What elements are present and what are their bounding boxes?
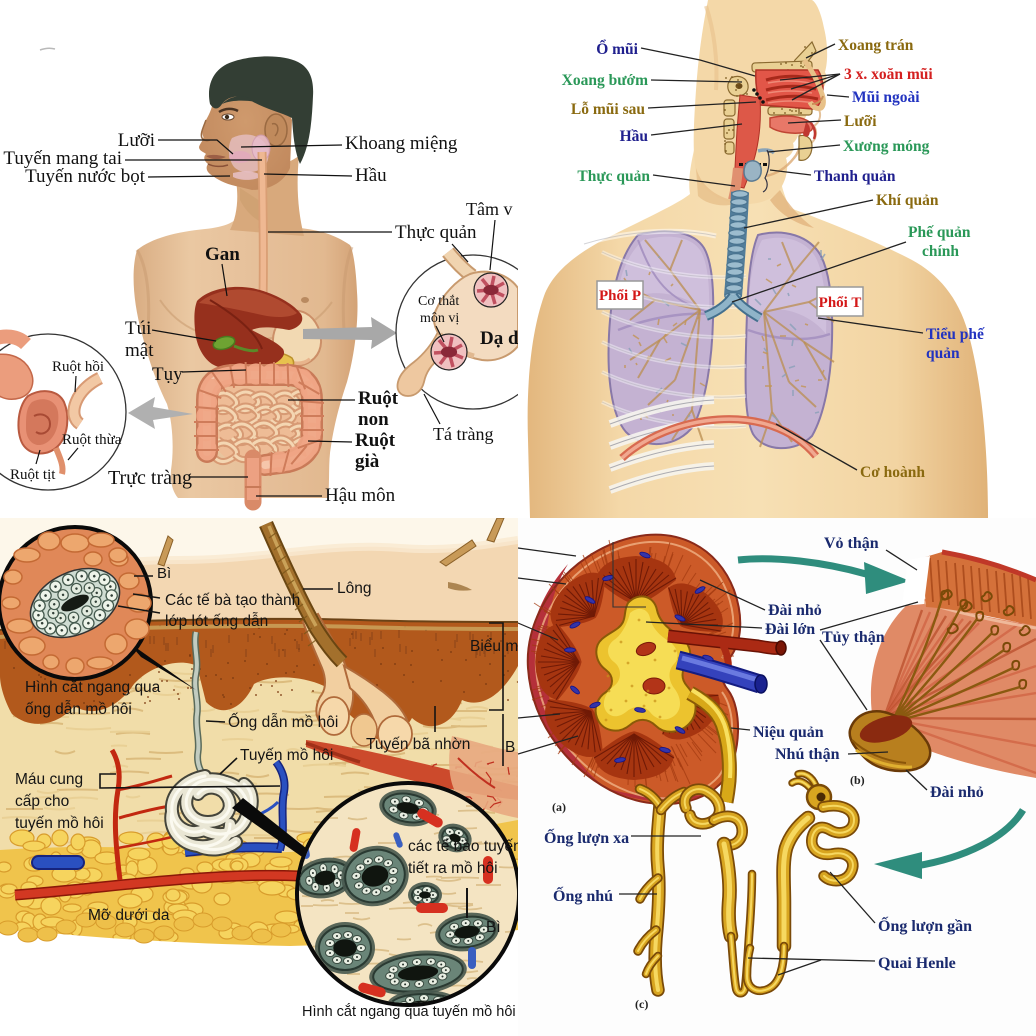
svg-text:Ống dẫn mồ hôi: Ống dẫn mồ hôi bbox=[228, 713, 338, 731]
svg-text:B: B bbox=[505, 739, 515, 756]
svg-text:Dạ d: Dạ d bbox=[480, 328, 518, 349]
svg-text:môn vị: môn vị bbox=[420, 311, 459, 326]
svg-text:Hầu: Hầu bbox=[355, 165, 387, 186]
svg-text:Xoang trán: Xoang trán bbox=[838, 37, 914, 54]
svg-text:Phổi P: Phổi P bbox=[599, 288, 641, 304]
svg-text:Nhú thận: Nhú thận bbox=[775, 746, 840, 763]
svg-text:Túi: Túi bbox=[125, 318, 151, 339]
svg-text:Tủy thận: Tủy thận bbox=[822, 629, 885, 646]
svg-text:các tế bào tuyến: các tế bào tuyến bbox=[408, 838, 518, 855]
svg-text:non: non bbox=[358, 409, 389, 430]
svg-text:chính: chính bbox=[922, 243, 959, 260]
svg-text:Tâm v: Tâm v bbox=[466, 199, 513, 219]
svg-text:3 x. xoăn mũi: 3 x. xoăn mũi bbox=[844, 66, 933, 83]
svg-text:Biểu m: Biểu m bbox=[470, 638, 518, 655]
svg-text:Hình cắt ngang qua tuyến mồ hô: Hình cắt ngang qua tuyến mồ hôi bbox=[302, 1003, 516, 1020]
svg-text:Cơ thắt: Cơ thắt bbox=[418, 294, 459, 309]
svg-text:Tá tràng: Tá tràng bbox=[433, 424, 493, 444]
svg-text:Hình cắt ngang qua: Hình cắt ngang qua bbox=[25, 679, 161, 696]
svg-text:Xoang bướm: Xoang bướm bbox=[562, 72, 648, 89]
svg-text:quản: quản bbox=[926, 345, 960, 362]
svg-text:Trực tràng: Trực tràng bbox=[108, 467, 192, 489]
svg-text:Mũi ngoài: Mũi ngoài bbox=[852, 89, 920, 106]
svg-text:lớp lót ống dẫn: lớp lót ống dẫn bbox=[165, 613, 268, 630]
svg-text:Các tế bà tạo thành: Các tế bà tạo thành bbox=[165, 592, 300, 609]
svg-text:Ruột hồi: Ruột hồi bbox=[52, 359, 104, 375]
svg-text:tiết ra mồ hôi: tiết ra mồ hôi bbox=[408, 860, 498, 877]
svg-text:Phế quản: Phế quản bbox=[908, 224, 971, 241]
svg-text:cấp cho: cấp cho bbox=[15, 793, 69, 810]
svg-text:Xương móng: Xương móng bbox=[843, 138, 930, 155]
svg-text:già: già bbox=[355, 451, 380, 472]
svg-text:Lông: Lông bbox=[337, 580, 371, 597]
svg-text:Phổi T: Phổi T bbox=[819, 295, 862, 311]
svg-text:Tuyến bã nhờn: Tuyến bã nhờn bbox=[366, 736, 470, 753]
svg-text:Cơ hoành: Cơ hoành bbox=[860, 464, 925, 481]
svg-text:Máu cung: Máu cung bbox=[15, 771, 83, 788]
svg-text:Tiểu phế: Tiểu phế bbox=[926, 326, 985, 343]
svg-text:Ruột: Ruột bbox=[355, 430, 396, 451]
svg-text:ống dẫn mồ hôi: ống dẫn mồ hôi bbox=[25, 701, 132, 718]
svg-text:Khí quản: Khí quản bbox=[876, 192, 939, 209]
svg-text:Tuyến mồ hôi: Tuyến mồ hôi bbox=[240, 747, 333, 764]
svg-text:Lưỡi: Lưỡi bbox=[844, 113, 877, 130]
svg-text:Ống nhú: Ống nhú bbox=[553, 885, 613, 905]
svg-text:Niệu quản: Niệu quản bbox=[753, 724, 824, 741]
svg-text:Hầu: Hầu bbox=[620, 128, 649, 145]
svg-text:mật: mật bbox=[125, 340, 154, 361]
svg-text:Ruột tịt: Ruột tịt bbox=[10, 467, 56, 483]
svg-text:Đài nhỏ: Đài nhỏ bbox=[930, 784, 984, 801]
svg-text:Tuyến mang tai: Tuyến mang tai bbox=[3, 148, 122, 169]
svg-text:Hậu môn: Hậu môn bbox=[325, 485, 396, 506]
svg-text:Đài lớn: Đài lớn bbox=[765, 621, 815, 638]
svg-text:Ống lượn xa: Ống lượn xa bbox=[544, 827, 629, 847]
svg-text:tuyến mồ hôi: tuyến mồ hôi bbox=[15, 815, 104, 832]
svg-text:(c): (c) bbox=[635, 997, 648, 1011]
svg-text:(b): (b) bbox=[850, 773, 865, 787]
svg-text:Tụy: Tụy bbox=[152, 364, 183, 385]
svg-text:Đài nhỏ: Đài nhỏ bbox=[768, 602, 822, 619]
svg-text:(a): (a) bbox=[552, 800, 566, 814]
svg-text:Lưỡi: Lưỡi bbox=[118, 130, 155, 151]
svg-text:Quai Henle: Quai Henle bbox=[878, 955, 956, 972]
svg-text:Bì: Bì bbox=[486, 919, 501, 936]
svg-text:Ruột: Ruột bbox=[358, 388, 399, 409]
svg-text:Khoang miệng: Khoang miệng bbox=[345, 133, 458, 154]
svg-text:Lỗ mũi sau: Lỗ mũi sau bbox=[571, 101, 645, 118]
svg-text:Gan: Gan bbox=[205, 244, 240, 265]
svg-text:Mỡ dưới da: Mỡ dưới da bbox=[88, 907, 170, 924]
svg-text:Bì: Bì bbox=[157, 565, 171, 582]
svg-text:Tuyến nước bọt: Tuyến nước bọt bbox=[25, 166, 146, 187]
svg-text:Ống lượn gần: Ống lượn gần bbox=[878, 915, 972, 935]
svg-text:Ổ mũi: Ổ mũi bbox=[596, 40, 638, 58]
svg-text:Ruột thừa: Ruột thừa bbox=[62, 432, 122, 448]
svg-text:Vỏ thận: Vỏ thận bbox=[824, 535, 879, 552]
svg-text:Thực quản: Thực quản bbox=[395, 222, 477, 243]
svg-text:Thực quản: Thực quản bbox=[577, 168, 650, 185]
svg-text:Thanh quản: Thanh quản bbox=[814, 168, 896, 185]
